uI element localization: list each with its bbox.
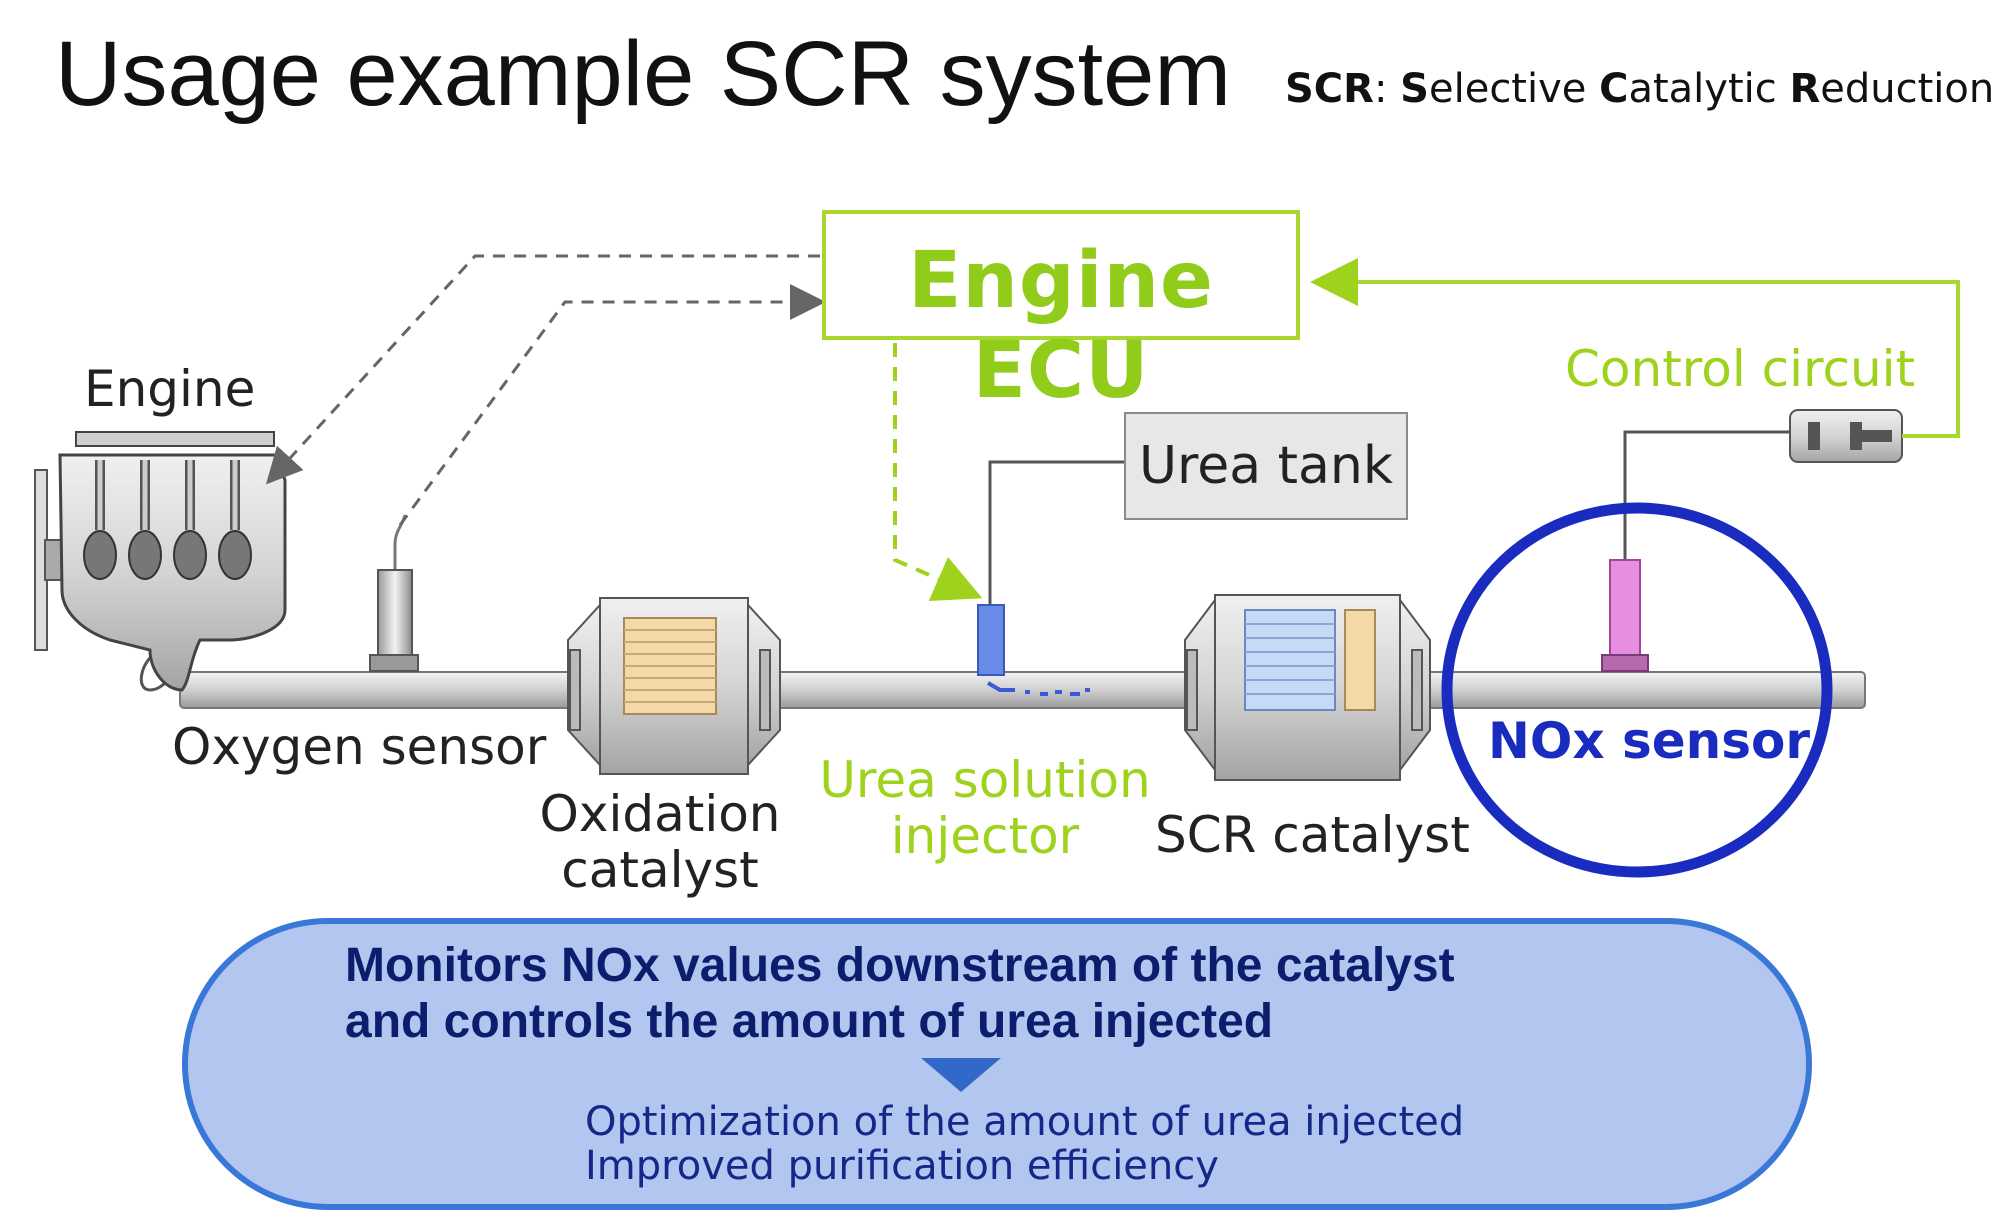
abbrev-separator: :: [1373, 66, 1401, 112]
abbrev-initial-s: S: [1400, 66, 1429, 112]
urea-injector-label-line1: Urea solution: [819, 751, 1151, 809]
oxidation-catalyst-icon: [567, 597, 781, 775]
abbrev-word-c: atalytic: [1628, 66, 1790, 112]
ecu-to-injector-line: [893, 343, 983, 601]
abbrev-term: SCR: [1285, 66, 1374, 112]
control-feedback-line: [1310, 258, 1960, 438]
urea-injector-label: Urea solution injector: [810, 752, 1160, 864]
oxidation-catalyst-label-line2: catalyst: [561, 841, 759, 899]
down-arrow-icon: [921, 1058, 1001, 1092]
nox-sensor-label: NOx sensor: [1488, 712, 1811, 770]
summary-result-1: Optimization of the amount of urea injec…: [585, 1099, 1465, 1145]
engine-signal-line: [265, 254, 820, 485]
engine-ecu-label: Engine ECU: [908, 236, 1214, 416]
abbrev-word-r: eduction: [1820, 66, 1995, 112]
summary-results: Optimization of the amount of urea injec…: [585, 1100, 1464, 1188]
summary-line-2: and controls the amount of urea injected: [345, 995, 1274, 1048]
engine-ecu-box: Engine ECU: [822, 210, 1300, 416]
oxidation-catalyst-label: Oxidation catalyst: [520, 786, 800, 898]
abbrev-initial-r: R: [1789, 66, 1821, 112]
summary-line-1: Monitors NOx values downstream of the ca…: [345, 939, 1455, 992]
oxygen-sensor-signal-line: [398, 284, 826, 526]
control-circuit-label: Control circuit: [1565, 340, 1916, 398]
oxygen-sensor-label: Oxygen sensor: [172, 718, 547, 776]
oxygen-sensor-icon: [369, 514, 419, 672]
summary-headline: Monitors NOx values downstream of the ca…: [345, 938, 1455, 1050]
page-title: Usage example SCR system: [55, 23, 1231, 125]
abbrev-initial-c: C: [1599, 66, 1629, 112]
engine-icon: [34, 431, 287, 692]
summary-result-2: Improved purification efficiency: [585, 1143, 1219, 1189]
urea-tank-label: Urea tank: [1138, 436, 1393, 496]
urea-injector-label-line2: injector: [890, 807, 1080, 865]
control-circuit-icon: [1789, 409, 1903, 463]
nox-sensor-icon: [1441, 430, 1833, 878]
scr-catalyst-icon: [1184, 594, 1431, 781]
scr-abbreviation: SCR: Selective Catalytic Reduction: [1285, 66, 1994, 112]
abbrev-word-s: elective: [1428, 66, 1600, 112]
oxidation-catalyst-label-line1: Oxidation: [539, 785, 781, 843]
engine-label: Engine: [84, 360, 256, 418]
urea-tank-box: Urea tank: [1124, 412, 1408, 520]
urea-injector-icon: [977, 460, 1124, 696]
scr-catalyst-label: SCR catalyst: [1155, 806, 1470, 864]
